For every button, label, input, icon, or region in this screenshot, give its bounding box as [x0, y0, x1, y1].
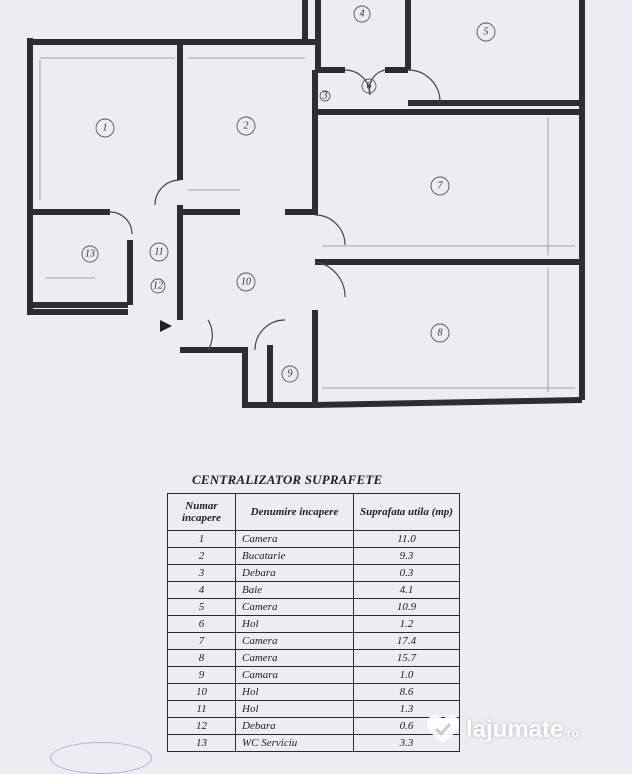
- room-area-cell: 10.9: [353, 598, 460, 616]
- room-number-cell: 11: [167, 700, 236, 718]
- room-number-cell: 2: [167, 547, 236, 565]
- room-label: 2: [236, 116, 256, 136]
- room-name-cell: Camara: [235, 666, 354, 684]
- svg-text:13: 13: [85, 248, 95, 259]
- room-label: 4: [353, 5, 371, 23]
- room-number-cell: 10: [167, 683, 236, 701]
- room-area-cell: 15.7: [353, 649, 460, 667]
- room-area-cell: 0.3: [353, 564, 460, 582]
- room-name-cell: Camera: [235, 530, 354, 548]
- stamp-seal: [50, 742, 152, 774]
- room-number-cell: 13: [167, 734, 236, 752]
- heart-check-icon: [427, 715, 459, 743]
- svg-text:6: 6: [367, 80, 372, 91]
- room-name-cell: Hol: [235, 700, 354, 718]
- room-name-cell: Baie: [235, 581, 354, 599]
- room-name-cell: Debara: [235, 717, 354, 735]
- room-name-cell: Debara: [235, 564, 354, 582]
- room-number-cell: 7: [167, 632, 236, 650]
- header-room-name: Denumire incapere: [235, 493, 354, 531]
- room-area-cell: 11.0: [353, 530, 460, 548]
- svg-text:2: 2: [244, 120, 249, 131]
- svg-text:8: 8: [438, 327, 443, 338]
- svg-text:7: 7: [438, 180, 444, 191]
- dimension-lines: [39, 57, 575, 392]
- room-labels: 1 2 11 4 5 6 7 8 9 10 13 12 3: [81, 5, 496, 383]
- room-area-cell: 3.3: [353, 734, 460, 752]
- room-number-cell: 5: [167, 598, 236, 616]
- table-header-row: Numar incapere Denumire incapere Suprafa…: [167, 493, 460, 531]
- room-label: 7: [430, 176, 450, 196]
- room-area-cell: 1.2: [353, 615, 460, 633]
- room-label: 13: [81, 245, 99, 263]
- area-table: Numar incapere Denumire incapere Suprafa…: [167, 493, 460, 752]
- room-area-cell: 8.6: [353, 683, 460, 701]
- room-name-cell: Hol: [235, 683, 354, 701]
- watermark-text: lajumate.ro: [466, 716, 579, 743]
- room-number-cell: 1: [167, 530, 236, 548]
- room-label: 10: [236, 272, 256, 292]
- svg-text:11: 11: [154, 246, 163, 257]
- room-label: 1: [95, 118, 115, 138]
- table-title: CENTRALIZATOR SUPRAFETE: [192, 472, 383, 487]
- room-name-cell: WC Serviciu: [235, 734, 354, 752]
- room-name-cell: Camera: [235, 598, 354, 616]
- room-number-cell: 8: [167, 649, 236, 667]
- room-label: 3: [319, 90, 331, 102]
- header-room-area: Suprafata utila (mp): [353, 493, 460, 531]
- room-area-cell: 1.3: [353, 700, 460, 718]
- room-area-cell: 17.4: [353, 632, 460, 650]
- room-area-cell: 9.3: [353, 547, 460, 565]
- room-label: 5: [476, 22, 496, 42]
- svg-text:3: 3: [322, 90, 328, 101]
- room-name-cell: Hol: [235, 615, 354, 633]
- room-area-cell: 1.0: [353, 666, 460, 684]
- room-label: 12: [150, 278, 166, 294]
- header-room-number: Numar incapere: [167, 493, 236, 531]
- room-number-cell: 6: [167, 615, 236, 633]
- room-label: 11: [149, 242, 169, 262]
- door-swings: [109, 69, 441, 351]
- svg-text:1: 1: [103, 122, 108, 133]
- walls: [27, 0, 585, 408]
- entrance-arrow-icon: [160, 320, 172, 332]
- svg-text:5: 5: [484, 26, 489, 37]
- room-number-cell: 3: [167, 564, 236, 582]
- room-name-cell: Camera: [235, 649, 354, 667]
- room-number-cell: 12: [167, 717, 236, 735]
- room-area-cell: 4.1: [353, 581, 460, 599]
- svg-text:12: 12: [153, 280, 163, 291]
- room-label: 9: [281, 365, 299, 383]
- svg-text:10: 10: [241, 276, 251, 287]
- room-name-cell: Camera: [235, 632, 354, 650]
- room-label: 8: [430, 323, 450, 343]
- svg-text:4: 4: [360, 8, 365, 19]
- room-name-cell: Bucatarie: [235, 547, 354, 565]
- svg-text:9: 9: [288, 368, 293, 379]
- watermark-logo: lajumate.ro: [426, 712, 579, 748]
- floor-plan: 1 2 11 4 5 6 7 8 9 10 13 12 3: [27, 0, 585, 408]
- room-number-cell: 4: [167, 581, 236, 599]
- room-number-cell: 9: [167, 666, 236, 684]
- room-label: 6: [361, 78, 377, 94]
